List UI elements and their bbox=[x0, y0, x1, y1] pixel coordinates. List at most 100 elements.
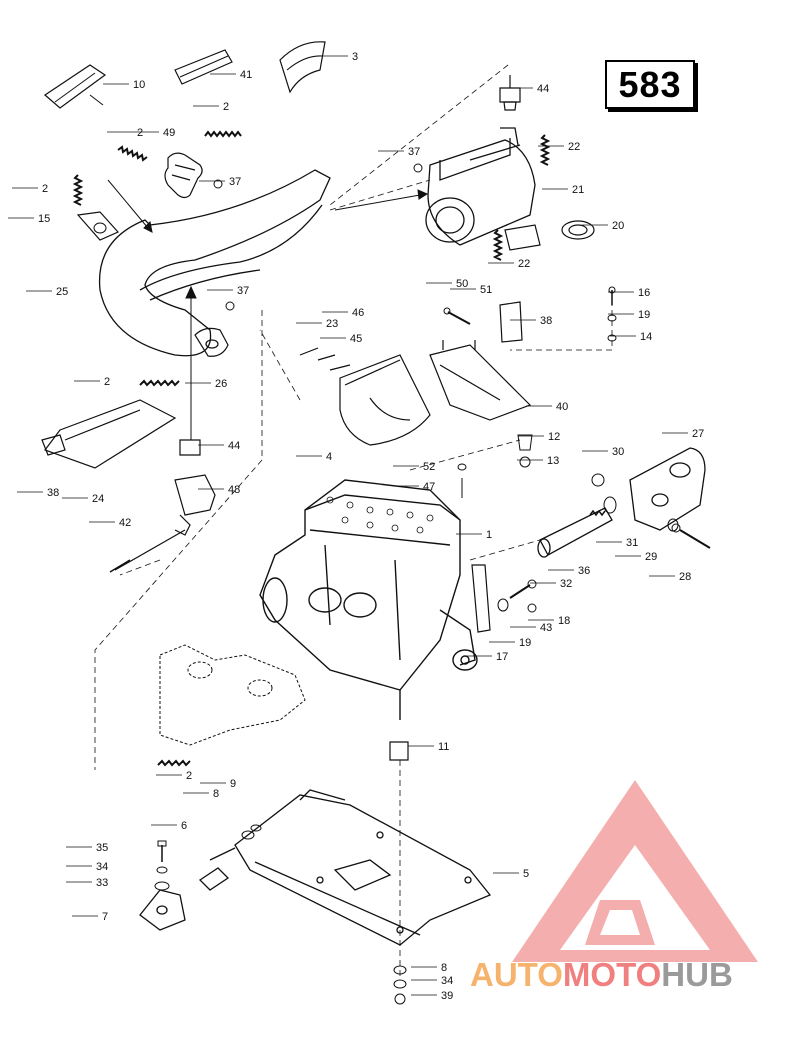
callout-c27: 27 bbox=[692, 428, 704, 440]
callout-c44a: 44 bbox=[537, 83, 549, 95]
spring-2-left bbox=[72, 174, 84, 206]
callout-c40: 40 bbox=[556, 401, 568, 413]
callout-c11: 11 bbox=[438, 741, 449, 753]
washer-29 bbox=[667, 518, 679, 532]
callout-c14: 14 bbox=[640, 331, 652, 343]
callout-c9: 9 bbox=[230, 778, 236, 790]
callout-c18: 18 bbox=[558, 615, 570, 627]
exhaust-manifold bbox=[159, 644, 306, 746]
washer-19-lower bbox=[497, 598, 509, 612]
pad-38 bbox=[499, 301, 523, 343]
callout-c8b: 8 bbox=[441, 962, 447, 974]
callout-c22a: 22 bbox=[568, 141, 580, 153]
stud-16 bbox=[608, 286, 616, 305]
washer-14 bbox=[607, 334, 617, 342]
callout-c37c: 37 bbox=[237, 285, 249, 297]
nut-30 bbox=[591, 473, 605, 487]
callout-c2d: 2 bbox=[104, 376, 110, 388]
callout-c2a: 2 bbox=[223, 101, 229, 113]
heat-shield-plate-24 bbox=[41, 399, 177, 469]
spacer-12 bbox=[517, 434, 533, 451]
spring-22-bottom bbox=[492, 229, 504, 261]
callout-c38a: 38 bbox=[540, 315, 552, 327]
support-plate-27 bbox=[629, 447, 706, 531]
bolt-18 bbox=[509, 579, 537, 599]
callout-c29: 29 bbox=[645, 551, 657, 563]
callout-c4: 4 bbox=[326, 451, 332, 463]
watermark-part-1: AUTO bbox=[470, 956, 563, 993]
rubber-elbow-49 bbox=[164, 152, 203, 199]
outlet-collar-20 bbox=[504, 220, 595, 251]
callout-c38b: 38 bbox=[47, 487, 59, 499]
callout-c2e: 2 bbox=[186, 770, 192, 782]
washer-19-upper bbox=[607, 314, 617, 322]
callout-c23: 23 bbox=[326, 318, 338, 330]
assembly-guide-lines bbox=[94, 64, 613, 980]
callout-c41: 41 bbox=[240, 69, 252, 81]
callout-c34a: 34 bbox=[96, 861, 108, 873]
callout-c2c: 2 bbox=[42, 183, 48, 195]
exhaust-elbow-26 bbox=[194, 327, 229, 357]
callout-c52: 52 bbox=[423, 461, 435, 473]
callout-c36: 36 bbox=[578, 565, 590, 577]
engine-support-40 bbox=[429, 340, 532, 421]
callout-c35: 35 bbox=[96, 842, 108, 854]
drive-shaft-32-36 bbox=[537, 507, 613, 558]
callout-c3: 3 bbox=[352, 51, 358, 63]
callout-c1: 1 bbox=[486, 529, 492, 541]
engine-support-4 bbox=[339, 354, 431, 446]
bracket-15 bbox=[76, 211, 119, 241]
callout-c6: 6 bbox=[181, 820, 187, 832]
callout-c34b: 34 bbox=[441, 975, 453, 987]
callout-c20: 20 bbox=[612, 220, 624, 232]
spacer-11 bbox=[389, 741, 409, 761]
spring-22-top bbox=[539, 134, 551, 166]
nut-13 bbox=[519, 456, 531, 468]
nut-37-b bbox=[413, 163, 423, 173]
callout-c24: 24 bbox=[92, 493, 104, 505]
callout-c37a: 37 bbox=[229, 176, 241, 188]
tuned-pipe-25 bbox=[98, 169, 331, 357]
callout-c16: 16 bbox=[638, 287, 650, 299]
watermark-part-2: MOTO bbox=[562, 956, 662, 993]
callout-c33: 33 bbox=[96, 877, 108, 889]
bottom-hardware-8-34-39 bbox=[393, 965, 407, 1005]
callout-c2b: 2 bbox=[137, 127, 143, 139]
pins-23-46-45 bbox=[299, 347, 351, 371]
rubber-strip-10 bbox=[44, 64, 107, 109]
callout-c50: 50 bbox=[456, 278, 468, 290]
nut-37-a bbox=[213, 179, 223, 189]
washer-52 bbox=[457, 463, 467, 471]
callout-c46: 46 bbox=[352, 307, 364, 319]
callout-c26: 26 bbox=[215, 378, 227, 390]
bolt-50-51 bbox=[443, 307, 471, 325]
rubber-mount-44-top bbox=[499, 75, 521, 111]
callout-c51: 51 bbox=[480, 284, 492, 296]
callout-c15: 15 bbox=[38, 213, 50, 225]
callout-c12: 12 bbox=[548, 431, 560, 443]
watermark-part-3: HUB bbox=[661, 956, 733, 993]
callout-c7: 7 bbox=[102, 911, 108, 923]
spring-2-top bbox=[204, 130, 242, 138]
rubber-mount-44-mid bbox=[179, 439, 201, 456]
callout-c19a: 19 bbox=[638, 309, 650, 321]
engine-block-1 bbox=[259, 479, 478, 720]
bearing-31 bbox=[603, 496, 617, 514]
callout-c30: 30 bbox=[612, 446, 624, 458]
callout-c48: 48 bbox=[228, 484, 240, 496]
washer-33 bbox=[154, 881, 170, 891]
callout-c44b: 44 bbox=[228, 440, 240, 452]
callout-c37b: 37 bbox=[408, 146, 420, 158]
rubber-strip-41 bbox=[174, 49, 233, 85]
callout-c19b: 19 bbox=[519, 637, 531, 649]
watermark-logo-icon bbox=[512, 780, 758, 962]
screw-42 bbox=[109, 559, 131, 573]
callout-c5: 5 bbox=[523, 868, 529, 880]
callout-c13: 13 bbox=[547, 455, 559, 467]
callout-c43: 43 bbox=[540, 622, 552, 634]
page-number-box: 583 bbox=[605, 60, 695, 109]
callout-c8a: 8 bbox=[213, 788, 219, 800]
washers-8-9 bbox=[241, 824, 262, 840]
